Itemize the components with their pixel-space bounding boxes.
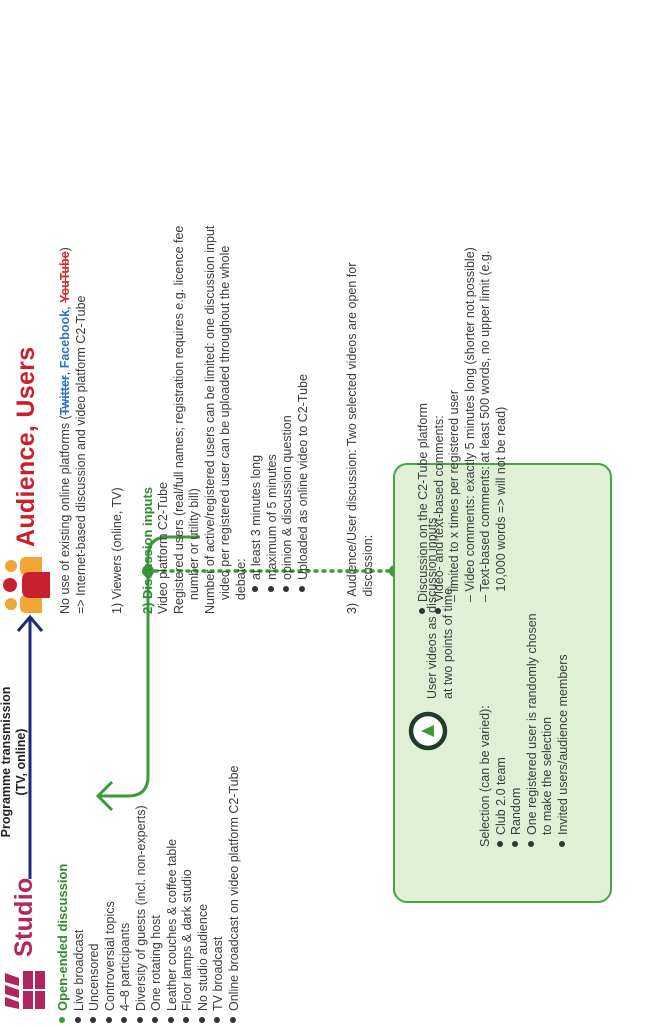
user-discussion-line: discussion: [360, 534, 375, 614]
selection-item: One registered user is randomly chosen [525, 613, 541, 847]
list-item: maximum of 5 minutes [265, 226, 281, 592]
discussion-line: debate: [233, 558, 248, 614]
audience-text: No use of existing online platforms (Twi… [58, 226, 509, 614]
bullet-icon [558, 841, 565, 847]
bullet-icon [283, 586, 289, 592]
platform-sub-item: – Video comments: exactly 5 minutes long… [462, 247, 477, 602]
viewers-line: 1) Viewers (online, TV) [110, 487, 124, 614]
list-item-text: Uploaded as online video to C2-Tube [295, 374, 310, 580]
audience-intro2: => Internet-based discussion and video p… [73, 295, 88, 614]
list-item-text: Video- and text-based comments: [431, 415, 446, 602]
selection-item-continuation: to make the selection [540, 716, 554, 835]
bullet-icon [298, 586, 305, 592]
intro-prefix: No use of existing online platforms ( [58, 415, 72, 614]
bullet-icon [434, 608, 441, 614]
platform-youtube: YouTube [58, 251, 72, 303]
discussion-line: Number of active/registered users can be… [202, 225, 217, 614]
platform-sub-list: – limited to x times per registered user… [447, 226, 509, 614]
platform-twitter: Twitter [58, 375, 72, 416]
list-item: opinion & discussion question [280, 226, 296, 592]
discussion-line: Video platform C2-Tube [156, 481, 170, 614]
discussion-line: Registered users (real/full names; regis… [171, 225, 186, 614]
list-item-text: Discussion on the C2-Tube platform [416, 403, 430, 602]
list-item: Video- and text-based comments: [432, 226, 448, 614]
list-item-text: opinion & discussion question [280, 415, 294, 580]
user-discussion-line: 3) Audience/User discussion: Two selecte… [345, 262, 359, 614]
clapperboard-icon [5, 971, 45, 1009]
play-icon [408, 711, 448, 751]
list-item-text: maximum of 5 minutes [264, 454, 279, 580]
discussion-heading: 2) Discussion inputs [140, 226, 157, 614]
bullet-icon [496, 841, 503, 847]
audience-intro: No use of existing online platforms (Twi… [58, 226, 74, 614]
platform-sub-item: – limited to x times per registered user [447, 390, 461, 602]
list-item-text: at least 3 minutes long [249, 454, 263, 580]
discussion-line: video per registered user can be uploade… [218, 245, 232, 614]
selection-item-text: One registered user is randomly chosen [524, 613, 539, 835]
selection-item-text: Club 2.0 team [493, 757, 508, 835]
callout-selection: Selection (can be varied): Club 2.0 team… [478, 613, 571, 847]
platform-sub-item: 10,000 words => will not be read) [493, 406, 508, 602]
programme-arrow [16, 614, 44, 879]
bullet-icon [267, 586, 274, 592]
selection-item: Club 2.0 team [494, 613, 510, 847]
discussion-line: number or utility bill) [187, 488, 201, 614]
audience-users-icon [3, 557, 50, 613]
bullet-icon [527, 841, 534, 847]
list-item: Uploaded as online video to C2-Tube [296, 226, 312, 592]
list-item: at least 3 minutes long [249, 226, 265, 592]
platform-sub-item: – Text-based comments: at least 500 word… [478, 250, 492, 602]
selection-item: Random [509, 613, 525, 847]
discussion-number: 2) [139, 602, 155, 614]
selection-item-text: Random [509, 787, 523, 835]
selection-heading: Selection (can be varied): [478, 705, 492, 847]
bullet-icon [419, 608, 425, 614]
discussion-heading-text: Discussion inputs [139, 486, 155, 599]
intro-suffix: ) [58, 247, 72, 252]
bullet-icon [512, 841, 518, 847]
bullet-icon [252, 586, 258, 592]
selection-item: Invited users/audience members [556, 613, 572, 847]
discussion-bullets: at least 3 minutes long maximum of 5 min… [249, 226, 311, 614]
intro-sep: , [58, 302, 72, 310]
intro-sep: , [58, 368, 72, 376]
list-item: Discussion on the C2-Tube platform [416, 226, 432, 614]
selection-item-text: Invited users/audience members [555, 654, 570, 835]
platform-facebook: Facebook [58, 309, 72, 369]
